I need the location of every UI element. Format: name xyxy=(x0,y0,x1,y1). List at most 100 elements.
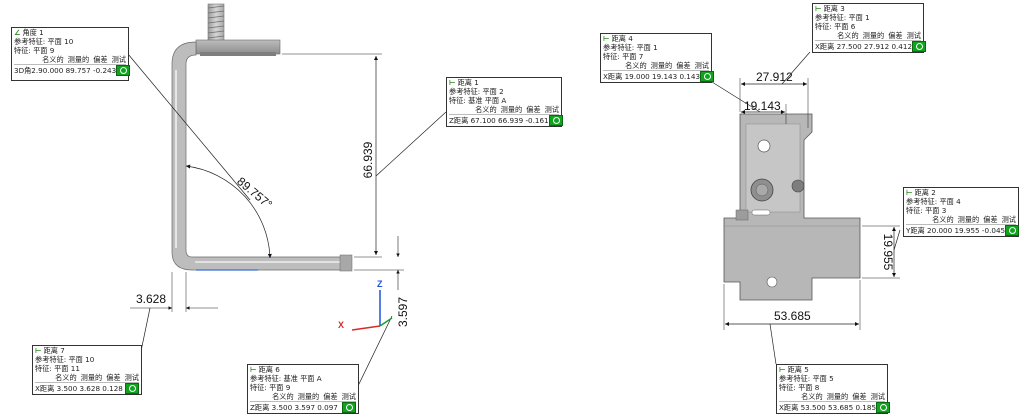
callout-feature: 特征: 平面 9 xyxy=(250,383,291,392)
end-tab xyxy=(339,254,353,272)
pass-indicator-icon xyxy=(912,40,927,52)
right-part: 27.912 19.143 53.685 19.955 xyxy=(711,51,901,365)
thread-lines xyxy=(207,5,225,39)
dim-outer-text: 27.912 xyxy=(756,70,793,84)
pass-indicator-icon xyxy=(342,401,356,413)
angle-icon: ∠ xyxy=(14,28,21,37)
callout-value: X距离 3.500 3.628 0.128 xyxy=(35,383,123,393)
callout-distance-5[interactable]: ⊢距离 5 参考特征: 平面 5 特征: 平面 8 名义的测量的偏差测试 X距离… xyxy=(776,364,891,414)
callout-value: Z距离 3.500 3.597 0.097 xyxy=(250,402,338,412)
distance-icon: ⊢ xyxy=(815,4,822,13)
callout-feature: 特征: 平面 6 xyxy=(815,22,856,31)
callout-value-row: X距离 53.500 53.685 0.185 xyxy=(779,401,891,413)
callout-value: 3D角2.90.000 89.757 -0.243 xyxy=(14,65,117,75)
callout-title: 距离 5 xyxy=(787,365,809,374)
callout-title: 角度 1 xyxy=(22,28,44,37)
callout-title: 距离 2 xyxy=(914,188,936,197)
dim-angle-text: 89.757° xyxy=(234,174,275,212)
callout-value-row: 3D角2.90.000 89.757 -0.243 xyxy=(14,64,131,76)
flange-underside xyxy=(200,52,276,56)
callout-feature: 特征: 平面 3 xyxy=(906,206,947,215)
l-bracket-body xyxy=(171,41,351,271)
stud-right xyxy=(791,179,805,193)
callout-distance-7[interactable]: ⊢距离 7 参考特征: 平面 10 特征: 平面 11 名义的测量的偏差测试 X… xyxy=(32,345,142,395)
y-axis xyxy=(379,317,393,327)
callout-title: 距离 6 xyxy=(258,365,280,374)
callout-header: 名义的测量的偏差测试 xyxy=(14,55,126,65)
callout-feature: 特征: 平面 11 xyxy=(35,364,80,373)
pass-indicator-icon xyxy=(876,401,891,413)
callout-distance-6[interactable]: ⊢距离 6 参考特征: 基准 平面 A 特征: 平面 9 名义的测量的偏差测试 … xyxy=(247,364,359,414)
hole-bottom xyxy=(766,276,778,288)
left-part: 66.939 89.757° 3.628 3.597 Z X xyxy=(127,3,447,387)
callout-header: 名义的测量的偏差测试 xyxy=(815,31,921,41)
distance-icon: ⊢ xyxy=(250,365,257,374)
callout-distance-3[interactable]: ⊢距离 3 参考特征: 平面 1 特征: 平面 6 名义的测量的偏差测试 X距离… xyxy=(812,3,927,53)
callout-ref: 参考特征: 平面 5 xyxy=(779,374,834,383)
callout-value: Z距离 67.100 66.939 -0.161 xyxy=(449,115,549,125)
callout-value-row: X距离 19.000 19.143 0.143 xyxy=(603,70,715,82)
callout-feature: 特征: 基准 平面 A xyxy=(449,96,507,105)
hole-top xyxy=(757,139,771,153)
callout-ref: 参考特征: 平面 10 xyxy=(35,355,95,364)
callout-feature: 特征: 平面 9 xyxy=(14,46,55,55)
callout-distance-1[interactable]: ⊢距离 1 参考特征: 平面 2 特征: 基准 平面 A 名义的测量的偏差测试 … xyxy=(446,77,563,127)
pass-indicator-icon xyxy=(125,382,139,394)
plate-face xyxy=(745,123,801,213)
callout-value-row: X距离 3.500 3.628 0.128 xyxy=(35,382,139,394)
callout-header: 名义的测量的偏差测试 xyxy=(779,392,885,402)
slot xyxy=(751,209,771,216)
callout-value: Y距离 20.000 19.955 -0.045 xyxy=(906,225,1006,235)
dim-thickness-text: 3.628 xyxy=(136,292,166,306)
pass-indicator-icon xyxy=(548,114,563,126)
callout-distance-4[interactable]: ⊢距离 4 参考特征: 平面 1 特征: 平面 7 名义的测量的偏差测试 X距离… xyxy=(600,33,715,83)
pass-indicator-icon xyxy=(1005,224,1020,236)
distance-icon: ⊢ xyxy=(779,365,786,374)
pass-indicator-icon xyxy=(116,64,131,76)
dim-height-right-text: 19.955 xyxy=(881,234,895,271)
callout-value: X距离 19.000 19.143 0.143 xyxy=(603,71,701,81)
dim-width-text: 53.685 xyxy=(774,309,811,323)
distance-icon: ⊢ xyxy=(35,346,42,355)
callout-header: 名义的测量的偏差测试 xyxy=(906,215,1016,225)
dim-angle-arc xyxy=(185,164,272,259)
callout-angle-1[interactable]: ∠角度 1 参考特征: 平面 10 特征: 平面 9 名义的测量的偏差测试 3D… xyxy=(11,27,131,81)
right-leaders xyxy=(711,51,901,365)
boss-inner xyxy=(755,183,769,197)
callout-ref: 参考特征: 基准 平面 A xyxy=(250,374,322,383)
callout-value-row: Z距离 67.100 66.939 -0.161 xyxy=(449,114,563,126)
side-tab xyxy=(735,209,749,221)
callout-title: 距离 4 xyxy=(611,34,633,43)
callout-title: 距离 7 xyxy=(43,346,65,355)
callout-feature: 特征: 平面 8 xyxy=(779,383,820,392)
callout-ref: 参考特征: 平面 4 xyxy=(906,197,961,206)
callout-ref: 参考特征: 平面 10 xyxy=(14,37,74,46)
callout-value-row: X距离 27.500 27.912 0.412 xyxy=(815,40,927,52)
callout-value: X距离 53.500 53.685 0.185 xyxy=(779,402,877,412)
callout-header: 名义的测量的偏差测试 xyxy=(603,61,709,71)
x-axis xyxy=(351,325,381,331)
dim-height-text: 66.939 xyxy=(361,141,375,178)
callout-distance-2[interactable]: ⊢距离 2 参考特征: 平面 4 特征: 平面 3 名义的测量的偏差测试 Y距离… xyxy=(903,187,1020,237)
x-axis-label: X xyxy=(338,320,344,330)
distance-icon: ⊢ xyxy=(603,34,610,43)
callout-value: X距离 27.500 27.912 0.412 xyxy=(815,41,913,51)
callout-value-row: Y距离 20.000 19.955 -0.045 xyxy=(906,224,1020,236)
dim-inner-text: 19.143 xyxy=(744,99,781,113)
callout-title: 距离 3 xyxy=(823,4,845,13)
top-flange xyxy=(195,39,281,55)
callout-feature: 特征: 平面 7 xyxy=(603,52,644,61)
coordinate-triad: Z X xyxy=(338,279,393,331)
callout-ref: 参考特征: 平面 1 xyxy=(603,43,658,52)
callout-ref: 参考特征: 平面 1 xyxy=(815,13,870,22)
pass-indicator-icon xyxy=(700,70,715,82)
distance-icon: ⊢ xyxy=(449,78,456,87)
callout-title: 距离 1 xyxy=(457,78,479,87)
dim-offset-text: 3.597 xyxy=(396,297,410,327)
left-leaders xyxy=(127,53,447,387)
distance-icon: ⊢ xyxy=(906,188,913,197)
callout-ref: 参考特征: 平面 2 xyxy=(449,87,504,96)
callout-header: 名义的测量的偏差测试 xyxy=(35,373,139,383)
